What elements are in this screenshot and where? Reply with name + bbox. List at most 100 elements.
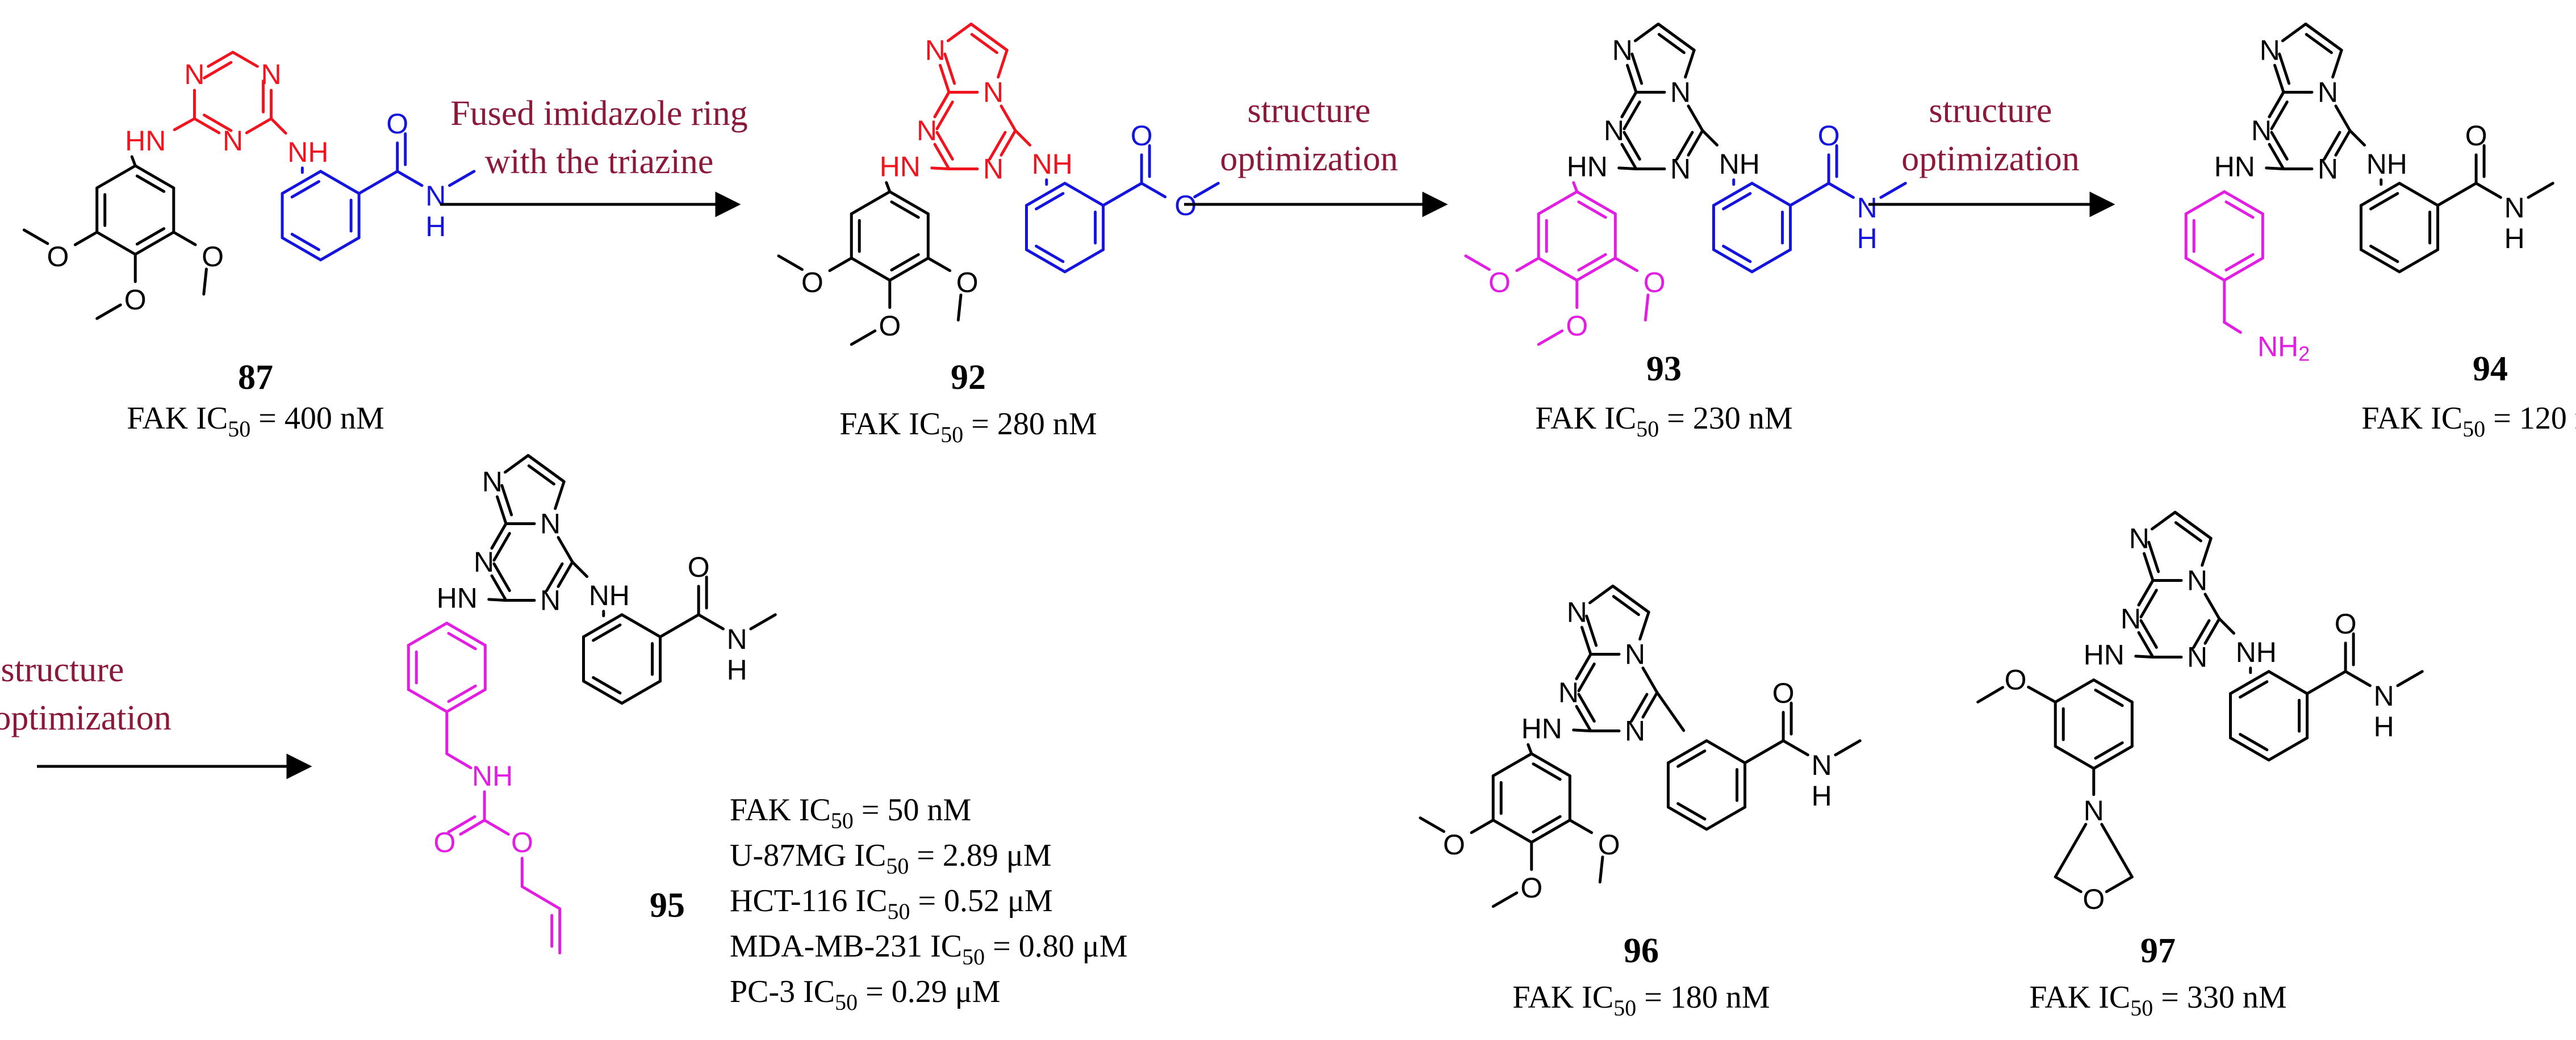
bond	[1705, 806, 1747, 831]
bond	[1515, 257, 1540, 272]
bond	[95, 230, 137, 256]
bond	[490, 522, 508, 550]
bond	[1464, 254, 1491, 271]
bond	[1620, 90, 1638, 119]
bond	[1588, 584, 1615, 605]
amine-nh: HN	[2214, 151, 2255, 183]
bond	[956, 293, 963, 322]
bond	[447, 632, 477, 651]
ring-nitrogen: N	[540, 585, 561, 617]
bond	[969, 22, 1009, 52]
bond	[2304, 22, 2343, 52]
bond	[850, 257, 892, 282]
bond	[939, 64, 951, 94]
bond	[1630, 52, 1644, 85]
amide-hydrogen: H	[2374, 711, 2394, 743]
bond	[2305, 33, 2333, 54]
bond	[445, 622, 487, 647]
bond	[988, 131, 1007, 161]
bond	[2134, 655, 2155, 659]
bond	[1750, 248, 1792, 274]
bond	[890, 253, 920, 272]
bond	[850, 190, 892, 216]
bond	[1641, 666, 1659, 694]
bond	[620, 680, 662, 705]
bond	[2270, 100, 2289, 131]
bond	[2281, 22, 2307, 43]
bond	[545, 562, 564, 592]
ring-nitrogen: N	[482, 466, 503, 497]
bond	[997, 48, 1009, 79]
methoxy-oxygen: O	[47, 241, 69, 272]
bond	[1675, 131, 1694, 161]
bond	[2228, 670, 2270, 695]
bond	[946, 22, 973, 43]
bond	[1879, 182, 1907, 199]
bond	[193, 117, 221, 135]
bond	[1827, 182, 1855, 199]
bond	[483, 819, 510, 836]
methoxy-oxygen: O	[1488, 267, 1511, 299]
bond	[2270, 131, 2289, 161]
ring-nitrogen: N	[223, 125, 243, 157]
bond	[2527, 182, 2554, 199]
amine-nh: NH	[1719, 148, 1760, 180]
bond	[2224, 253, 2255, 272]
bond	[2369, 245, 2399, 263]
bond	[554, 480, 566, 510]
bond	[1024, 248, 1067, 274]
bond	[95, 164, 137, 190]
arrow-label-line2: with the triazine	[485, 142, 714, 181]
bond	[245, 117, 273, 135]
amide-hydrogen: H	[1857, 223, 1877, 254]
bond	[850, 329, 877, 346]
bond	[1701, 129, 1719, 147]
ring-nitrogen: N	[2121, 603, 2141, 635]
bond	[396, 170, 424, 187]
bond	[1193, 182, 1220, 199]
ring-nitrogen: N	[2129, 522, 2150, 554]
bond	[281, 170, 323, 195]
bond	[2398, 182, 2440, 207]
bond	[1743, 739, 1785, 765]
bond	[73, 230, 99, 246]
bond	[1585, 614, 1598, 647]
bond	[2054, 745, 2096, 770]
bond	[133, 230, 175, 256]
bond	[22, 228, 49, 245]
bond	[1633, 22, 1660, 43]
bond	[2184, 257, 2226, 282]
bond	[1626, 64, 1638, 94]
bond	[1532, 815, 1562, 834]
bond	[1666, 739, 1708, 765]
arrow-label-line2: optimization	[1901, 140, 2079, 178]
bond	[290, 233, 320, 251]
bond	[1530, 819, 1571, 844]
bond	[1532, 762, 1562, 781]
bond	[1676, 749, 1707, 768]
compound-95-activity-2: HCT-116 IC50 = 0.52 μM	[730, 883, 1053, 924]
bond	[1622, 131, 1641, 161]
bond	[202, 267, 208, 296]
bond	[890, 200, 920, 219]
bond	[1568, 819, 1594, 834]
bond	[2184, 190, 2226, 216]
amine-nh2: NH2	[2257, 331, 2310, 366]
bond	[1014, 129, 1032, 147]
bond	[2027, 685, 2057, 704]
bond	[1976, 686, 2005, 704]
amine-nh: HN	[437, 582, 478, 614]
bond	[2268, 90, 2285, 119]
bond	[2094, 689, 2124, 707]
methoxy-oxygen: O	[2005, 664, 2027, 696]
compound-87-activity: FAK IC50 = 400 nM	[127, 401, 384, 442]
bond	[1611, 584, 1650, 614]
compound-97-activity: FAK IC50 = 330 nM	[2029, 980, 2286, 1021]
bond	[2201, 536, 2213, 567]
bond	[1705, 739, 1747, 765]
bond	[2224, 200, 2255, 219]
bond	[2092, 678, 2134, 704]
bond	[2173, 510, 2213, 540]
ring-nitrogen: N	[2251, 115, 2272, 146]
